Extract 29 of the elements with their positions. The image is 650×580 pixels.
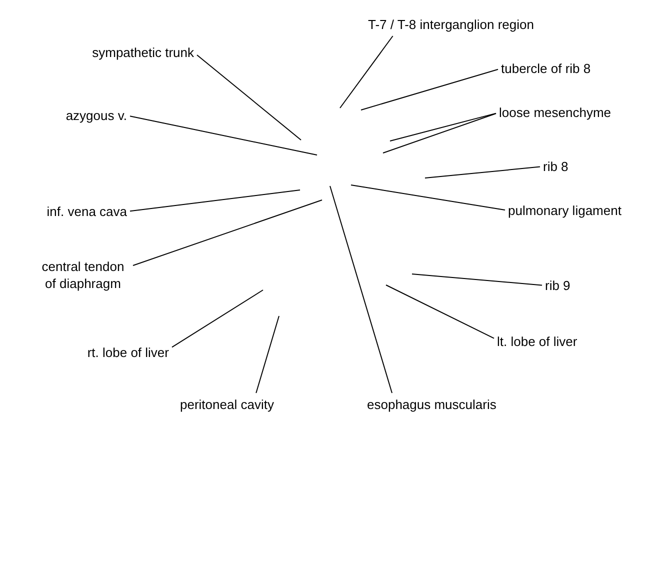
leader-line: [424, 166, 540, 178]
part-label: lt. lobe of liver: [497, 333, 578, 350]
leader-line: [386, 284, 494, 339]
part-label: inf. vena cava: [46, 203, 127, 220]
part-label: rib 9: [545, 277, 570, 294]
leader-line: [412, 274, 542, 286]
leader-line: [382, 113, 496, 154]
part-label: peritoneal cavity: [180, 396, 274, 413]
leader-line: [350, 184, 506, 210]
part-label: sympathetic trunk: [92, 44, 194, 61]
leader-line: [130, 190, 300, 212]
leader-line: [360, 68, 498, 110]
part-label: pulmonary ligament: [508, 202, 622, 219]
leader-line: [172, 290, 264, 348]
leader-line: [132, 200, 322, 266]
part-label: esophagus muscularis: [367, 396, 496, 413]
leader-line: [340, 36, 394, 108]
part-label: central tendon of diaphragm: [36, 258, 130, 292]
leader-line: [390, 112, 496, 142]
leader-line: [130, 116, 318, 156]
part-label: rib 8: [543, 158, 568, 175]
leader-line: [196, 54, 302, 140]
part-label: T-7 / T-8 interganglion region: [368, 16, 534, 33]
leader-line: [256, 316, 280, 394]
part-label: rt. lobe of liver: [87, 344, 169, 361]
part-label: loose mesenchyme: [499, 104, 611, 121]
leader-line: [330, 186, 392, 394]
part-label: azygous v.: [66, 107, 127, 124]
part-label: tubercle of rib 8: [501, 60, 591, 77]
